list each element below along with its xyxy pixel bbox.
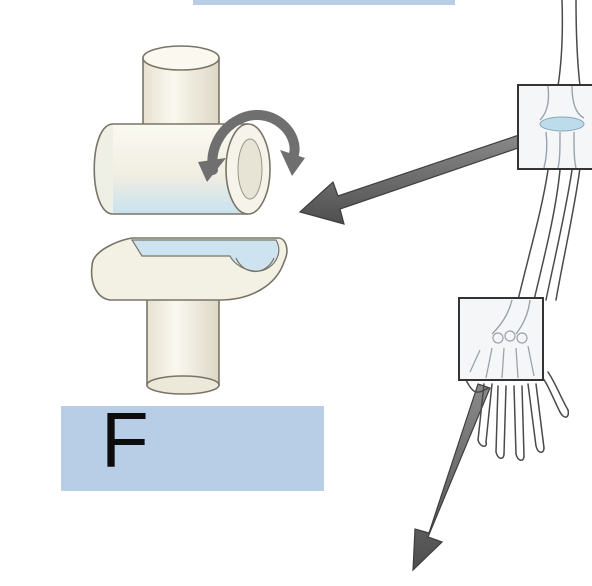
- rotation-arrow-icon: [198, 110, 305, 182]
- pointer-arrow-wrist-icon: [412, 383, 491, 572]
- hinge-joint-upper-icon: [93, 45, 271, 215]
- arm-skeleton-icon: [465, 0, 587, 461]
- elbow-detail-box: [517, 84, 592, 170]
- hinge-joint-lower-icon: [90, 237, 288, 395]
- top-label-box: [193, 0, 455, 5]
- label-box: [61, 406, 324, 491]
- wrist-detail-box: [458, 297, 544, 381]
- pointer-arrow-elbow-icon: [298, 133, 525, 225]
- panel-label: F: [101, 396, 149, 484]
